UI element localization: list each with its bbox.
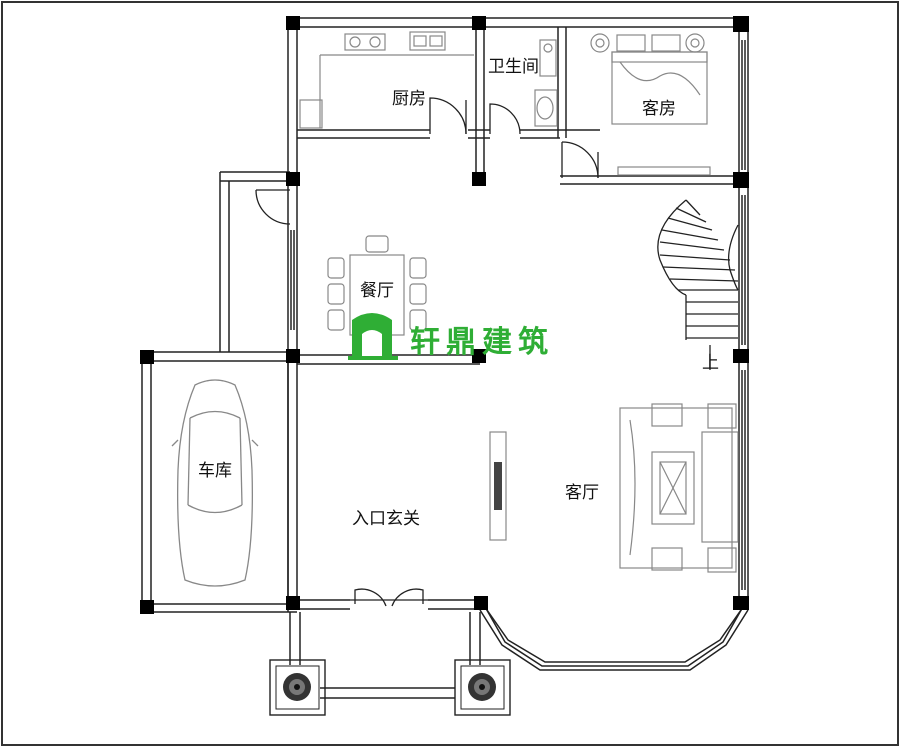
kitchen-fixtures bbox=[299, 31, 474, 129]
watermark: 轩鼎建筑 bbox=[348, 313, 554, 360]
watermark-logo-icon bbox=[348, 313, 398, 360]
label-dining: 餐厅 bbox=[360, 281, 394, 301]
label-living: 客厅 bbox=[565, 483, 599, 503]
label-entrance: 入口玄关 bbox=[352, 509, 420, 529]
label-stair-up: 上 bbox=[702, 353, 719, 373]
label-guest-room: 客房 bbox=[642, 99, 676, 119]
dining-table bbox=[327, 235, 427, 355]
car-outline bbox=[171, 379, 259, 587]
entrance-cabinet bbox=[489, 431, 507, 541]
label-kitchen: 厨房 bbox=[392, 89, 426, 109]
porch-columns bbox=[269, 659, 511, 716]
living-room-sofa-set bbox=[619, 403, 739, 573]
bathroom-fixtures bbox=[534, 39, 558, 127]
staircase bbox=[657, 199, 739, 370]
doors bbox=[255, 97, 599, 607]
watermark-text: 轩鼎建筑 bbox=[410, 325, 554, 360]
guest-room-bed bbox=[590, 33, 711, 176]
structural-columns bbox=[140, 16, 749, 614]
label-bathroom: 卫生间 bbox=[488, 57, 539, 77]
label-garage: 车库 bbox=[198, 461, 232, 481]
walls bbox=[141, 17, 749, 699]
